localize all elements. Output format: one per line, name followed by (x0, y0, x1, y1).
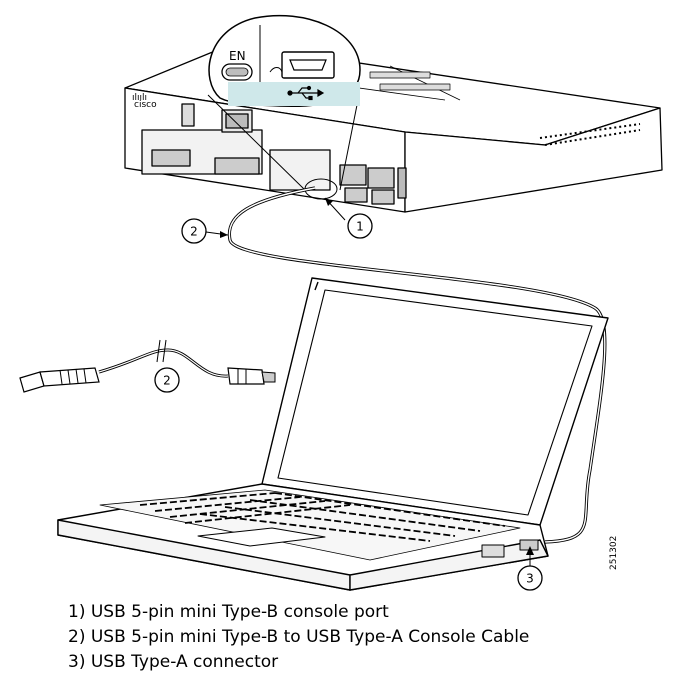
console-port-magnifier (207, 14, 361, 200)
callout-1-number: 1 (356, 220, 364, 234)
callout-1: 1 (324, 197, 373, 239)
callout-3-number: 3 (526, 572, 534, 586)
callout-3: 3 (517, 546, 543, 591)
callout-2-cable: 2 (154, 367, 180, 393)
loose-console-cable (19, 339, 276, 393)
svg-text:ılıılı: ılıılı (132, 93, 147, 103)
legend-item-3: 3) USB Type-A connector (68, 652, 279, 672)
usb-icon (287, 85, 325, 101)
figure-id: 251302 (609, 536, 619, 570)
callout-2-router: 2 (181, 218, 229, 244)
callout-2-cable-number: 2 (163, 374, 171, 388)
legend-item-2: 2) USB 5-pin mini Type-B to USB Type-A C… (68, 627, 530, 647)
legend-item-1: 1) USB 5-pin mini Type-B console port (68, 602, 389, 622)
svg-text:cisco: cisco (134, 100, 157, 110)
en-button-label: EN (229, 49, 246, 63)
cisco-logo: ılıılı cisco (132, 93, 157, 110)
laptop (57, 277, 609, 591)
callout-2-router-number: 2 (190, 225, 198, 239)
connection-diagram: ılıılı cisco EN (19, 14, 663, 591)
legend-list: 1) USB 5-pin mini Type-B console port 2)… (68, 600, 529, 675)
router (124, 43, 663, 213)
